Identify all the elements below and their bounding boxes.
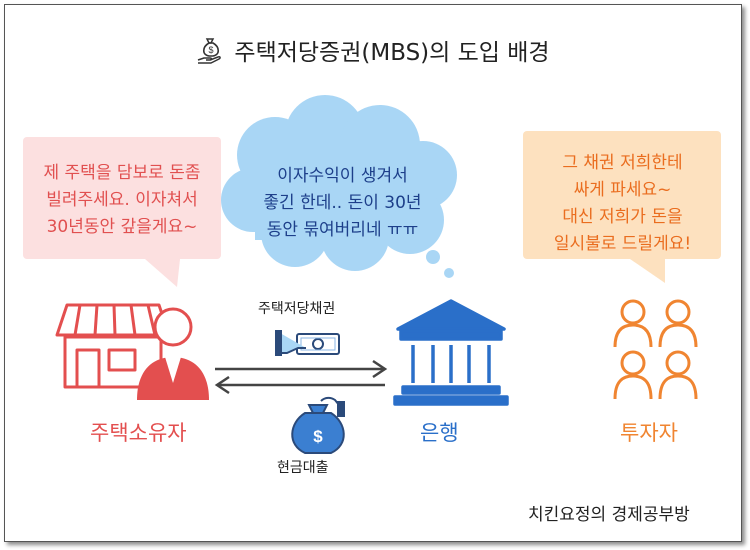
- loan-flow-label: 현금대출: [277, 460, 329, 476]
- credit-text: 치킨요정의 경제공부방: [528, 505, 690, 525]
- diagram-canvas: $: [23, 95, 721, 454]
- diagram-frame: $ $ 주택저당증권(MBS)의 도입 배경 제 주택을 담보로 돈좀 빌려주세…: [4, 4, 742, 542]
- title-text: 주택저당증권(MBS)의 도입 배경: [234, 40, 550, 66]
- investor-label: 투자자: [620, 421, 678, 445]
- mbs-flow-label: 주택저당채권: [258, 301, 336, 317]
- arrow-to-owner: [214, 375, 385, 395]
- owner-label: 주택소유자: [90, 421, 187, 445]
- bank-label: 은행: [420, 421, 459, 445]
- arrow-to-bank: [215, 359, 388, 379]
- owner-bubble-text: 제 주택을 담보로 돈좀 빌려주세요. 이자쳐서 30년동안 갚을게요~: [43, 163, 201, 237]
- svg-text:$: $: [209, 45, 214, 55]
- money-hand-icon: $: [198, 38, 222, 64]
- svg-text:$: $: [313, 427, 323, 446]
- money-bag-icon: $: [291, 396, 345, 454]
- page-title: $ 주택저당증권(MBS)의 도입 배경: [5, 33, 741, 67]
- investors-icon: [613, 299, 698, 400]
- owner-speech-bubble: [23, 137, 221, 287]
- bank-icon: [393, 299, 509, 406]
- person-icon: [137, 307, 209, 400]
- investor-bubble-text: 그 채권 저희한테 싸게 파세요~ 대신 저희가 돈을 일시불로 드릴게요!: [553, 153, 692, 254]
- cash-hand-icon: [275, 330, 340, 356]
- investor-speech-bubble: [523, 131, 721, 283]
- bank-thought-cloud: [221, 95, 457, 278]
- bank-bubble-text: 이자수익이 생겨서 좋긴 한데.. 돈이 30년 동안 묶여버리네 ㅠㅠ: [263, 166, 422, 240]
